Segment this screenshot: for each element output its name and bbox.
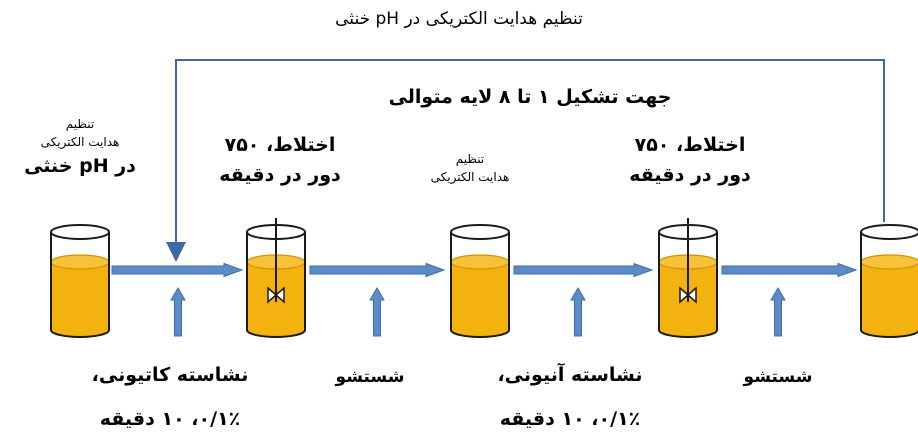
- beaker-rim: [50, 224, 110, 240]
- beaker-bottom: [50, 329, 110, 338]
- input-label-cationic-starch: نشاسته کاتیونی، ۰/۱٪، ۱۰ دقیقه: [91, 364, 249, 430]
- liquid-surface: [50, 254, 110, 270]
- liquid-surface: [860, 254, 918, 270]
- beaker-3: [450, 224, 510, 338]
- right-arrow-icon: [513, 262, 654, 278]
- up-arrow-icon: [570, 287, 586, 337]
- liquid-fill: [861, 262, 918, 337]
- liquid-fill: [51, 262, 109, 337]
- beaker-1: [50, 224, 110, 338]
- feedback-loop-line: [166, 59, 885, 262]
- beaker-bottom: [246, 329, 306, 338]
- beaker-rim: [450, 224, 510, 240]
- beaker-4: [658, 218, 718, 338]
- beaker-bottom: [860, 329, 918, 338]
- input-label-wash-2: شستشو: [743, 367, 813, 387]
- feedback-top-label: تنظیم هدایت الکتریکی در pH خنثی: [335, 9, 583, 29]
- beaker-2: [246, 218, 306, 338]
- right-arrow-icon: [721, 262, 858, 278]
- right-arrow-icon: [309, 262, 446, 278]
- up-arrow-icon: [369, 287, 385, 337]
- beaker-bottom: [658, 329, 718, 338]
- up-arrow-icon: [170, 287, 186, 337]
- step-label-3: تنظیم هدایت الکتریکی: [430, 152, 510, 184]
- stirrer-icon: [679, 218, 697, 304]
- right-arrow-icon: [111, 262, 244, 278]
- liquid-fill: [451, 262, 509, 337]
- beaker-rim: [860, 224, 918, 240]
- input-label-anionic-starch: نشاسته آنیونی، ۰/۱٪، ۱۰ دقیقه: [497, 364, 643, 430]
- step-label-4: اختلاط، ۷۵۰ دور در دقیقه: [629, 134, 751, 186]
- up-arrow-icon: [770, 287, 786, 337]
- liquid-surface: [450, 254, 510, 270]
- step-label-2: اختلاط، ۷۵۰ دور در دقیقه: [219, 134, 341, 186]
- input-label-wash-1: شستشو: [335, 367, 405, 387]
- beaker-bottom: [450, 329, 510, 338]
- step-label-1: تنظیم هدایت الکتریکی در pH خنثی: [24, 117, 136, 177]
- feedback-loop-label: جهت تشکیل ۱ تا ۸ لایه متوالی: [388, 86, 672, 108]
- beaker-5: [860, 224, 918, 338]
- stirrer-icon: [267, 218, 285, 304]
